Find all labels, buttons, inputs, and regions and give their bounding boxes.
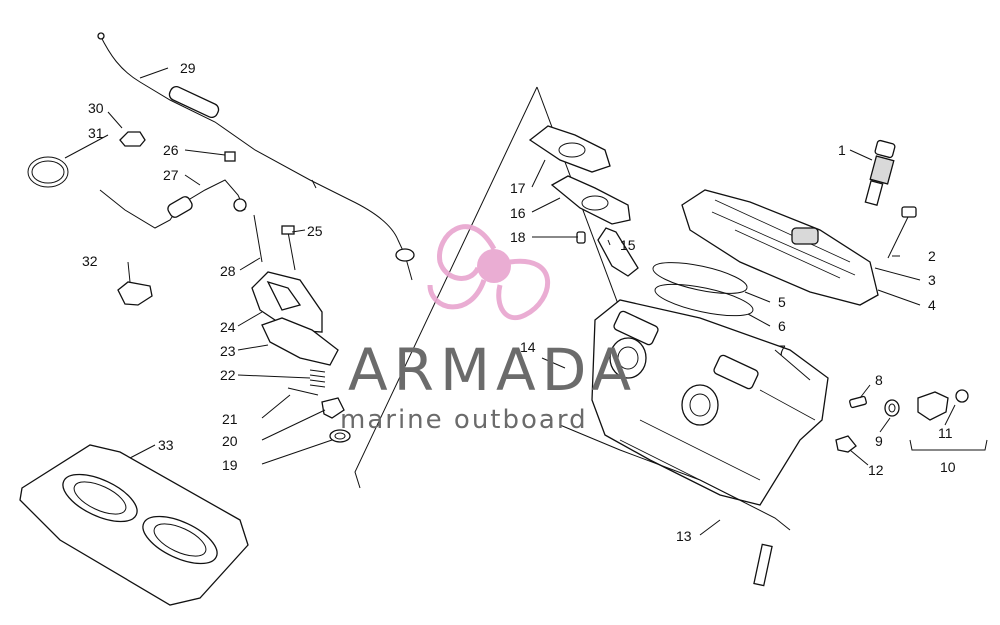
outlet-flange <box>528 125 611 173</box>
clip-part <box>119 131 146 147</box>
cable-bracket <box>99 179 247 229</box>
watermark-tagline: marine outboard <box>340 405 588 435</box>
clamp-ring <box>27 156 69 188</box>
elbow-fitting <box>917 389 969 421</box>
washer <box>884 399 900 417</box>
outlet-gasket <box>550 175 631 225</box>
base-gasket <box>559 424 791 531</box>
callout-18: 18 <box>510 229 526 245</box>
watermark-propeller-icon <box>427 224 550 321</box>
valve-seal <box>329 429 351 443</box>
callout-21: 21 <box>222 411 238 427</box>
callout-16: 16 <box>510 205 526 221</box>
callout-1: 1 <box>838 142 846 158</box>
callout-12: 12 <box>868 462 884 478</box>
callout-9: 9 <box>875 433 883 449</box>
watermark-brand-name: ARMADA <box>348 336 637 404</box>
callout-19: 19 <box>222 457 238 473</box>
cylinder-block <box>591 299 829 506</box>
callout-24: 24 <box>220 319 236 335</box>
callout-33: 33 <box>158 437 174 453</box>
head-cover <box>681 189 879 306</box>
callout-22: 22 <box>220 367 236 383</box>
callout-7: 7 <box>778 342 786 358</box>
leader-lines <box>64 67 956 536</box>
callout-32: 32 <box>82 253 98 269</box>
bracket-10 <box>909 439 988 451</box>
valve-bolts <box>224 151 319 396</box>
callout-27: 27 <box>163 167 179 183</box>
callout-8: 8 <box>875 372 883 388</box>
callout-2: 2 <box>928 248 936 264</box>
choke-cable <box>97 32 415 281</box>
fitting-stud <box>849 395 867 409</box>
spark-plug <box>864 139 896 206</box>
valve-housing <box>251 271 323 333</box>
callout-31: 31 <box>88 125 104 141</box>
valve-gasket <box>261 317 339 366</box>
callout-17: 17 <box>510 180 526 196</box>
callout-29: 29 <box>180 60 196 76</box>
callout-6: 6 <box>778 318 786 334</box>
callout-labels: 1 2 3 4 5 6 7 8 9 10 11 12 13 14 15 16 1… <box>82 60 956 544</box>
o-ring-small <box>654 283 754 317</box>
dowel-pin <box>576 231 586 244</box>
callout-14: 14 <box>520 339 536 355</box>
stud <box>753 543 773 587</box>
o-ring-large <box>652 262 748 294</box>
callout-15: 15 <box>620 237 636 253</box>
callout-23: 23 <box>220 343 236 359</box>
valve-spring <box>309 369 326 388</box>
callout-30: 30 <box>88 100 104 116</box>
callout-25: 25 <box>307 223 323 239</box>
valve-lever <box>321 397 345 419</box>
head-bolt <box>887 206 917 259</box>
callout-26: 26 <box>163 142 179 158</box>
callout-4: 4 <box>928 297 936 313</box>
bracket-clip <box>117 281 153 306</box>
nut <box>835 435 857 453</box>
gasket-set <box>19 444 249 606</box>
callout-13: 13 <box>676 528 692 544</box>
callout-3: 3 <box>928 272 936 288</box>
callout-20: 20 <box>222 433 238 449</box>
callout-11: 11 <box>938 425 953 441</box>
callout-10: 10 <box>940 459 956 475</box>
callout-28: 28 <box>220 263 236 279</box>
callout-5: 5 <box>778 294 786 310</box>
